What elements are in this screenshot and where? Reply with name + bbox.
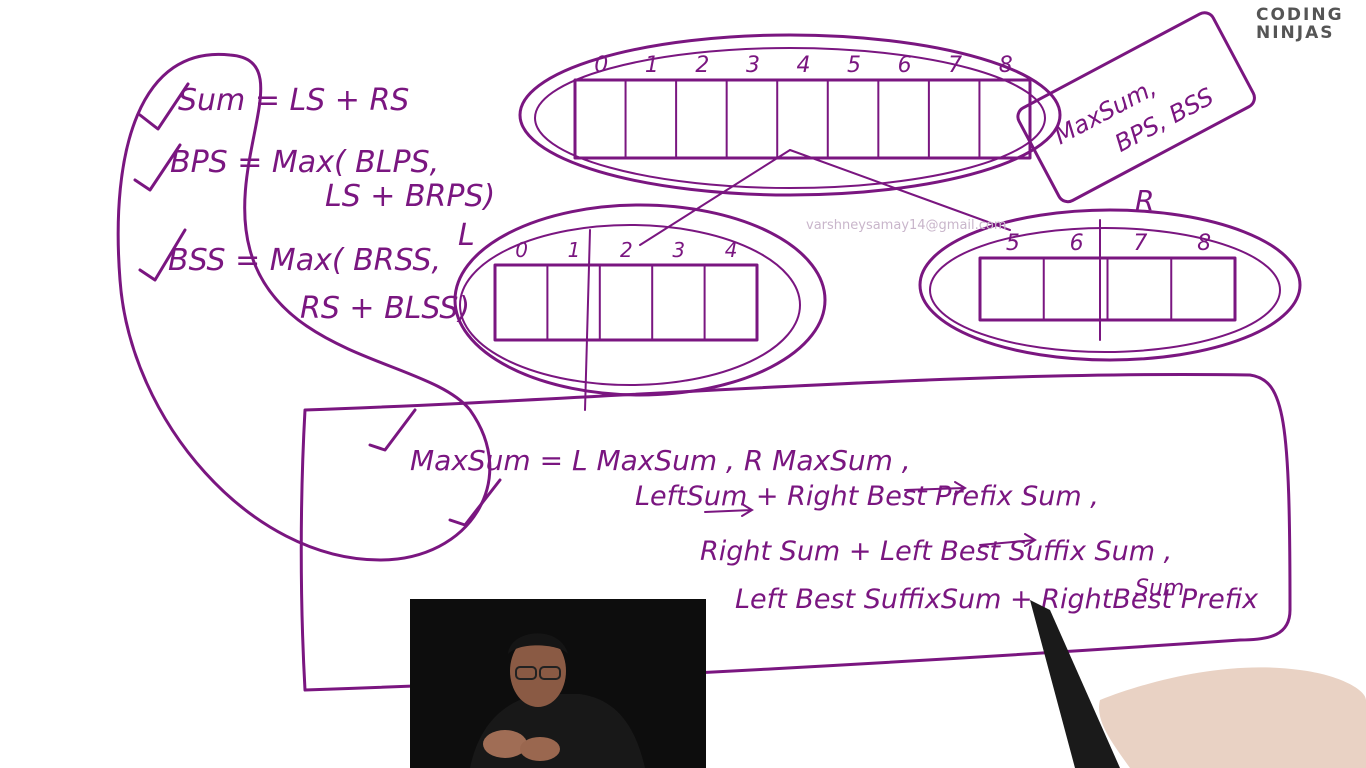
array-index-label: 0 [594, 53, 608, 78]
arrow [704, 503, 754, 517]
pen-illustration [1030, 600, 1120, 768]
formula-bps-2: LS + BRPS) [325, 179, 495, 214]
annotation-box [1016, 11, 1256, 204]
split-line [789, 149, 1011, 231]
right-array-cells [1042, 257, 1173, 321]
maxsum-box [299, 372, 1292, 692]
formula-bss-2: RS + BLSS) [300, 291, 470, 326]
array-index-label: 0 [515, 238, 528, 262]
array-index-label: 4 [797, 53, 811, 78]
right-label: R [1135, 184, 1154, 217]
left-array-indices: 0 1 2 3 4 [515, 238, 737, 262]
array-index-label: 8 [1197, 231, 1211, 256]
split-line [639, 149, 791, 246]
divider-line [584, 229, 591, 411]
array-index-label: 4 [725, 238, 738, 262]
logo-line2: NINJAS [1256, 23, 1335, 43]
array-index-label: 7 [948, 53, 962, 78]
formula-bps-1: BPS = Max( BLPS, [170, 145, 439, 180]
maxsum-line4b: Sum [1135, 576, 1184, 601]
array-index-label: 7 [1133, 231, 1147, 256]
array-index-label: 2 [695, 53, 709, 78]
check-mark [368, 408, 417, 452]
presenter-webcam [410, 599, 706, 768]
maxsum-line1: MaxSum = L MaxSum , R MaxSum , [410, 444, 911, 477]
check-mark [448, 478, 502, 527]
array-index-label: 3 [746, 53, 760, 78]
right-array-loop [918, 208, 1302, 362]
maxsum-line2: LeftSum + Right Best Prefix Sum , [635, 481, 1099, 512]
array-index-label: 8 [999, 53, 1013, 78]
top-array [573, 78, 1032, 160]
right-array-loop [929, 227, 1281, 353]
arrow [904, 481, 967, 495]
array-index-label: 5 [847, 53, 861, 78]
top-array-cells [624, 79, 981, 159]
check-mark [138, 82, 190, 131]
array-index-label: 1 [568, 238, 581, 262]
left-array [493, 263, 759, 342]
left-label: L [458, 218, 475, 253]
right-array-indices: 5 6 7 8 [1006, 231, 1211, 256]
logo-line1: CODING [1256, 5, 1344, 25]
maxsum-line3: Right Sum + Left Best Suffix Sum , [700, 536, 1172, 567]
presenter-silhouette [410, 599, 706, 768]
formula-sum: Sum = LS + RS [178, 83, 409, 118]
array-index-label: 6 [898, 53, 912, 78]
array-index-label: 3 [672, 238, 685, 262]
top-array-loop [534, 47, 1046, 189]
check-mark [133, 143, 182, 192]
check-mark [138, 228, 187, 282]
formula-loop [116, 52, 492, 562]
array-index-label: 5 [1006, 231, 1020, 256]
maxsum-line4a: Left Best SuffixSum + RightBest Prefix [735, 584, 1259, 615]
arrow [979, 533, 1037, 547]
array-index-label: 6 [1070, 231, 1084, 256]
top-array-loop [518, 33, 1062, 197]
left-array-cells [546, 264, 706, 341]
hand-illustration [1099, 667, 1366, 768]
top-array-indices: 0 1 2 3 4 5 6 7 8 [594, 53, 1012, 78]
left-array-loop [453, 203, 827, 397]
array-index-label: 2 [620, 238, 633, 262]
array-index-label: 1 [645, 53, 659, 78]
email-watermark: varshneysamay14@gmail.com [806, 218, 1007, 233]
formula-bss-1: BSS = Max( BRSS, [168, 243, 441, 278]
coding-ninjas-logo: CODING NINJAS [1256, 6, 1360, 52]
left-array-loop [459, 224, 801, 386]
